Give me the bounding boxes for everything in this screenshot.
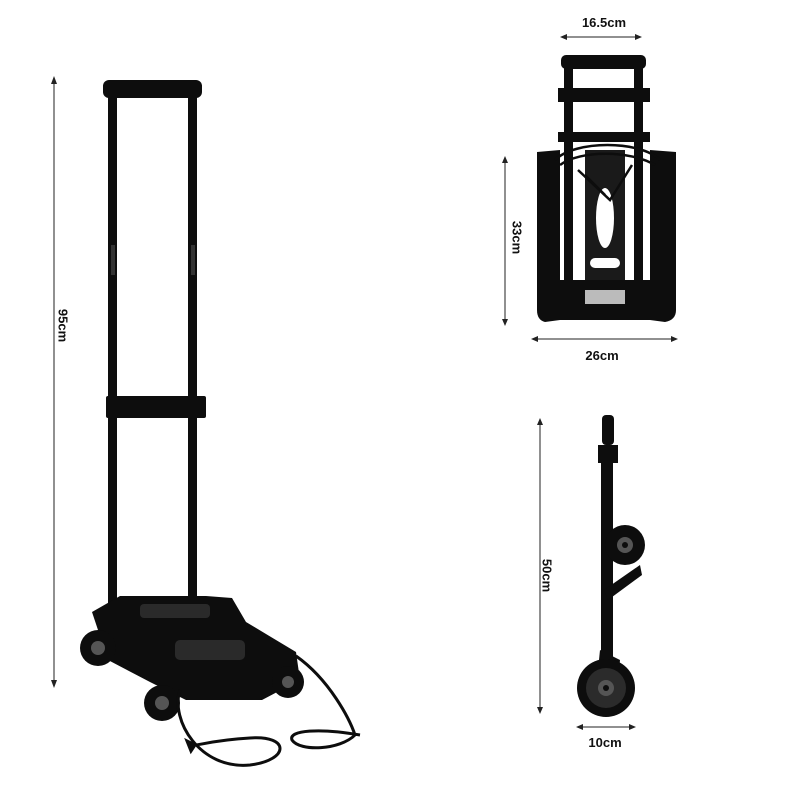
dimension-label-folded-width: 26cm — [585, 348, 619, 363]
tube-left — [108, 96, 117, 608]
handle-grip — [602, 415, 614, 445]
tube-right — [188, 96, 197, 608]
tube — [601, 462, 613, 692]
dimension-lines — [51, 34, 678, 730]
handle-grip — [561, 55, 646, 69]
trolley-folded-side — [577, 415, 645, 717]
cross-bar — [106, 396, 206, 418]
dimension-label-top-width: 16.5cm — [581, 15, 627, 30]
bungee-cord — [176, 654, 361, 767]
trolley-open — [80, 80, 304, 721]
dimension-label-height-open: 95cm — [55, 308, 71, 343]
dimension-label-folded-height: 33cm — [509, 220, 525, 255]
trolley-folded-front — [537, 55, 676, 322]
tube-left — [564, 66, 573, 316]
dimension-label-wheel-depth: 10cm — [588, 735, 622, 750]
handle-grip — [103, 80, 202, 98]
tube-right — [634, 66, 643, 316]
dimension-label-side-height: 50cm — [539, 558, 555, 593]
